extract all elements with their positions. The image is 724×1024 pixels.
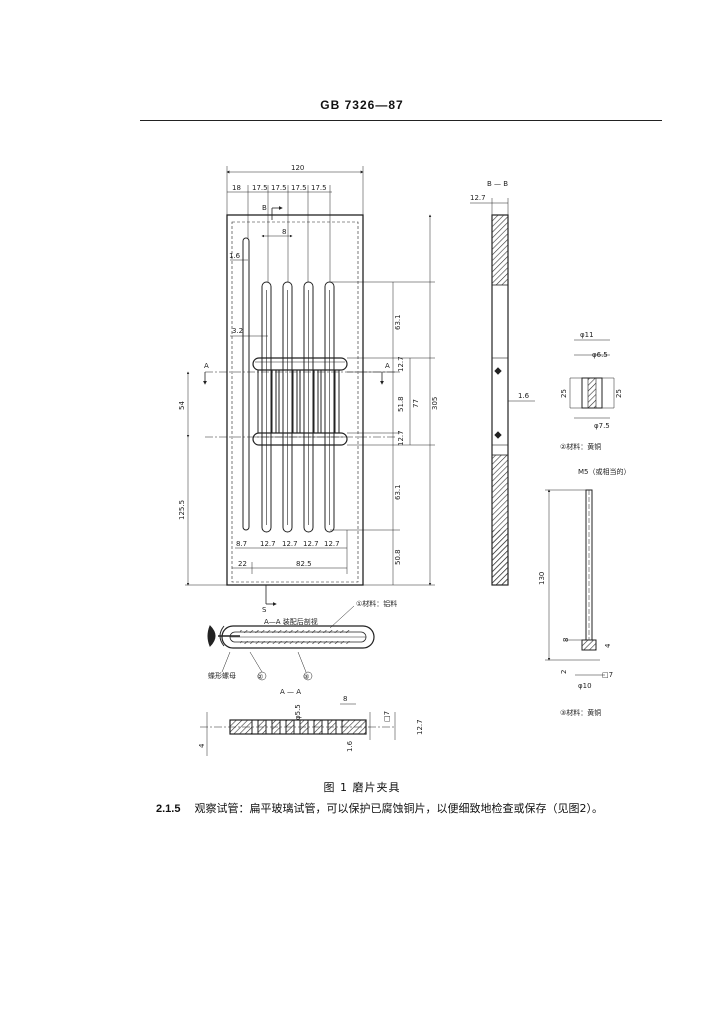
section-mark-s: S [262,606,267,614]
bb-dim-12-7: 12.7 [470,194,486,202]
p2-dim-25-right: 25 [615,389,623,398]
clamp-bar-upper [252,357,348,371]
dim-82-5: 82.5 [296,560,312,568]
p2-dim-phi11: φ11 [580,331,594,339]
callout-2: ② [257,673,263,681]
p3-dim-phi10: φ10 [578,682,592,690]
aa-dim-phi5-5: φ5.5 [294,704,302,720]
aa-dim-sq7: □7 [383,711,391,722]
section-mark-a-right: A [385,362,390,370]
dim-305: 305 [431,397,439,410]
dim-77: 77 [412,399,420,408]
section-bb-title: B — B [487,180,508,188]
dim-12-7-b2: 12.7 [282,540,298,548]
callout-3: ③ [303,673,309,681]
dim-120: 120 [291,164,304,172]
dim-54: 54 [178,401,186,410]
section-bb [470,198,535,586]
section-aa-title: A — A [280,688,301,696]
p2-dim-phi6-5: φ6.5 [592,351,608,359]
body-paragraph: 2.1.5 观察试管：扁平玻璃试管，可以保护已腐蚀铜片，以便细致地检查或保存（见图… [156,800,603,816]
p3-dim-130: 130 [538,572,546,585]
dim-17-5-c: 17.5 [291,184,307,192]
dim-12-7-top: 12.7 [397,356,405,372]
dim-18: 18 [232,184,241,192]
wing-nut-label: 蝶形螺母 [208,671,236,680]
part3-material-note: ③材料：黄铜 [560,708,601,717]
p2-dim-25-left: 25 [560,389,568,398]
figure-caption: 图 1 磨片夹具 [323,781,401,794]
dim-51-8: 51.8 [397,396,405,412]
dim-12-7-b4: 12.7 [324,540,340,548]
dim-8-7: 8.7 [236,540,247,548]
section-aa [200,703,396,756]
dim-1-6: 1.6 [229,252,241,260]
dim-17-5-d: 17.5 [311,184,327,192]
aa-dim-4: 4 [198,743,206,748]
dim-50-8: 50.8 [394,549,402,565]
part3-drawing [545,489,605,676]
dim-12-7-b1: 12.7 [260,540,276,548]
main-view [185,166,435,606]
p3-dim-2: 2 [560,670,568,674]
p3-dim-sq7: □7 [602,671,613,679]
slots [261,281,335,533]
part2-material-note: ②材料：黄铜 [560,442,601,451]
part2-drawing [569,339,615,419]
dim-12-7-b3: 12.7 [303,540,319,548]
aa-dim-1-6: 1.6 [346,740,354,752]
dim-63-1-top: 63.1 [394,314,402,330]
p3-dim-8: 8 [562,638,570,642]
clause-text: 观察试管：扁平玻璃试管，可以保护已腐蚀铜片，以便细致地检查或保存（见图2）。 [194,802,603,815]
p3-dim-4: 4 [604,643,612,648]
bb-dim-1-6: 1.6 [518,392,530,400]
plate-outline [226,214,364,586]
aa-assembled-label: A—A 装配后剖视 [264,617,318,626]
main-view-labels: 120 18 17.5 17.5 17.5 17.5 B 8 1.6 3.2 A… [178,164,439,614]
dim-125-5: 125.5 [178,500,186,520]
section-mark-b: B [262,204,267,212]
clause-number: 2.1.5 [156,803,181,815]
aa-dim-8: 8 [343,695,347,703]
p2-dim-phi7-5: φ7.5 [594,422,610,430]
dim-17-5-a: 17.5 [252,184,268,192]
dim-63-1-bottom: 63.1 [394,484,402,500]
dim-3-2: 3.2 [232,327,243,335]
aa-dim-12-7: 12.7 [416,719,424,735]
header-rule [140,120,662,121]
section-mark-a-left: A [204,362,209,370]
dim-22: 22 [238,560,247,568]
material1-note: ①材料：铝料 [356,599,397,608]
dim-17-5-b: 17.5 [271,184,287,192]
technical-drawing: 120 18 17.5 17.5 17.5 17.5 B 8 1.6 3.2 A… [178,164,631,756]
aa-assembled-drawing [207,605,375,681]
dim-8: 8 [282,228,286,236]
clamp-bar-lower [252,432,348,446]
part3-thread: M5（或相当的） [578,467,631,476]
standard-code-header: GB 7326—87 [320,98,404,112]
dim-12-7-bottom: 12.7 [397,430,405,446]
